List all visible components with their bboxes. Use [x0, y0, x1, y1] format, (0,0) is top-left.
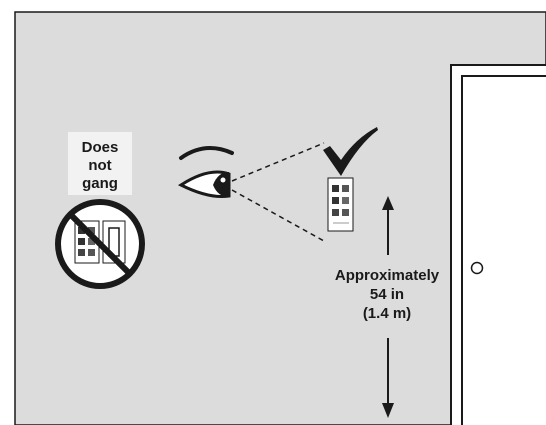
door — [450, 64, 546, 425]
label-line-1: Does — [82, 139, 119, 156]
checkmark-icon — [323, 127, 378, 176]
height-label-line-2: 54 in — [370, 286, 404, 303]
label-line-2: not — [88, 157, 111, 174]
height-label-line-1: Approximately — [335, 267, 440, 284]
height-arrow — [382, 196, 394, 418]
eye-icon — [177, 146, 234, 198]
door-panel — [461, 75, 546, 425]
height-label: Approximately 54 in (1.4 m) — [335, 267, 440, 322]
label-line-3: gang — [82, 175, 118, 192]
prohibited-icon — [55, 199, 145, 289]
does-not-gang-label: Does not gang — [68, 132, 132, 195]
height-label-line-3: (1.4 m) — [363, 305, 411, 322]
keypad-icon — [327, 177, 354, 232]
door-knob-icon — [470, 261, 484, 275]
sight-lines — [231, 142, 325, 242]
label-box — [68, 132, 132, 195]
